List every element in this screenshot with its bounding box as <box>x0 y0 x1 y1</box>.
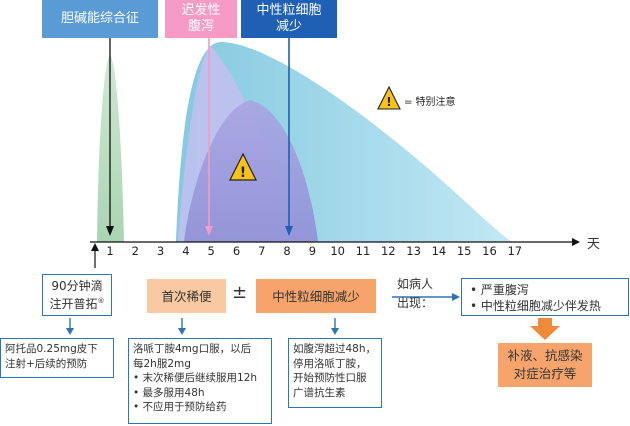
loperamide-bullet: 不应用于预防给药 <box>133 400 271 415</box>
axis-unit: 天 <box>587 237 601 252</box>
loperamide-note: 洛哌丁胺4mg口服，以后 每2h服2mg 末次稀便后继续服用12h 最多服用48… <box>128 338 272 424</box>
axis-tick-label: 14 <box>431 244 447 258</box>
axis-tick-label: 15 <box>456 244 472 258</box>
svg-text:!: ! <box>386 95 391 109</box>
first-loose-stool-box: 首次稀便 <box>147 279 226 313</box>
infusion-box: 90分钟滴 注开普拓® <box>42 274 112 316</box>
loperamide-bullet: 末次稀便后继续服用12h <box>133 371 271 386</box>
cholinergic-header: 胆碱能综合征 <box>42 0 158 38</box>
rehydration-box: 补液、抗感染 对症治疗等 <box>498 343 592 387</box>
diarrhea-48h-line: 停用洛哌丁胺， <box>293 357 367 370</box>
rehydration-line: 对症治疗等 <box>513 366 577 381</box>
neutropenia-reduce-box: 中性粒细胞减少 <box>256 279 376 313</box>
severe-conditions-box: 严重腹泻 中性粒细胞减少伴发热 <box>461 278 629 316</box>
legend-text: = 特别注意 <box>404 97 456 108</box>
loperamide-bullet: 最多服用48h <box>133 386 271 401</box>
diarrhea-48h-note: 如腹泻超过48h， 停用洛哌丁胺， 开始预防性口服 广谱抗生素 <box>288 338 382 408</box>
diarrhea-48h-line: 广谱抗生素 <box>293 386 346 399</box>
atropine-line: 阿托品0.25mg皮下 <box>5 343 98 355</box>
svg-text:!: ! <box>240 165 246 181</box>
delayed-diarrhea-header: 迟发性 腹泻 <box>165 0 237 38</box>
axis-tick-label: 13 <box>406 244 421 258</box>
axis-tick-label: 3 <box>156 244 165 258</box>
atropine-line: 注射+后续的预防 <box>5 357 88 370</box>
axis-tick-label: 9 <box>308 244 317 258</box>
atropine-note: 阿托品0.25mg皮下 注射+后续的预防 <box>0 338 114 378</box>
axis-tick-label: 7 <box>258 244 266 258</box>
axis-tick-label: 12 <box>380 244 396 258</box>
loperamide-line: 每2h服2mg <box>133 357 191 370</box>
neutropenia-header: 中性粒细胞 减少 <box>241 0 337 38</box>
axis-tick-label: 5 <box>207 244 215 258</box>
plus-minus: ± <box>232 282 248 303</box>
if-patient-text: 如病人 出现： <box>397 275 433 313</box>
axis-tick-label: 1 <box>106 244 114 258</box>
infusion-line2: 注开普拓® <box>49 297 105 311</box>
axis-tick-label: 10 <box>330 244 345 258</box>
if-patient-line2: 出现： <box>397 296 434 310</box>
axis-tick-label: 4 <box>182 244 190 258</box>
axis-tick-label: 2 <box>131 244 139 258</box>
loperamide-line: 洛哌丁胺4mg口服，以后 <box>133 343 252 355</box>
if-patient-line1: 如病人 <box>397 277 434 291</box>
axis-tick-label: 6 <box>232 244 241 258</box>
registered-mark: ® <box>97 297 105 305</box>
axis-tick-label: 16 <box>482 244 497 258</box>
legend-warning-icon: ! <box>377 85 401 110</box>
severe-item: 中性粒细胞减少伴发热 <box>470 298 628 314</box>
axis-tick-label: 17 <box>507 244 523 258</box>
infusion-line1: 90分钟滴 <box>51 279 103 293</box>
diarrhea-48h-line: 如腹泻超过48h， <box>293 343 377 355</box>
severe-item: 严重腹泻 <box>470 282 628 298</box>
axis-tick-label: 8 <box>283 244 291 258</box>
axis-tick-label: 11 <box>355 244 371 258</box>
warning-icon: ! <box>229 152 257 181</box>
diarrhea-48h-line: 开始预防性口服 <box>293 372 367 384</box>
rehydration-line: 补液、抗感染 <box>507 348 583 363</box>
